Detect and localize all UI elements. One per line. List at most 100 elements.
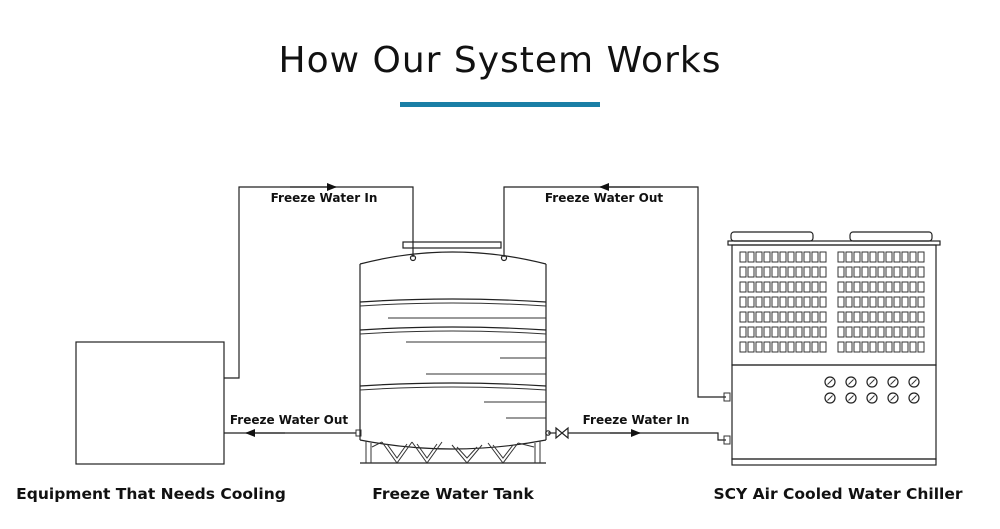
vent-slot [901, 341, 909, 353]
vent-slot [811, 311, 819, 323]
vent-slot [893, 251, 901, 263]
vent-slot [845, 281, 853, 293]
vent-slot [771, 281, 779, 293]
vent-slot [803, 281, 811, 293]
gauge-icon [845, 392, 857, 404]
vent-slot [837, 296, 845, 308]
vent-slot [819, 251, 827, 263]
vent-slot [739, 251, 747, 263]
caption-equipment: Equipment That Needs Cooling [16, 485, 286, 503]
vent-slot [845, 311, 853, 323]
vent-slot [853, 281, 861, 293]
vent-slot [861, 281, 869, 293]
vent-slot [803, 341, 811, 353]
vent-slot [861, 296, 869, 308]
vent-slot [853, 266, 861, 278]
gauge-icon [887, 392, 899, 404]
vent-slot [853, 251, 861, 263]
vent-slot [917, 326, 925, 338]
vent-slot [747, 266, 755, 278]
vent-slot [755, 341, 763, 353]
vent-slot [779, 326, 787, 338]
vent-slot [819, 281, 827, 293]
vent-slot [811, 281, 819, 293]
vent-slot [909, 281, 917, 293]
vent-slot [779, 311, 787, 323]
page-title: How Our System Works [278, 40, 722, 81]
vent-slot [811, 296, 819, 308]
vent-slot [909, 296, 917, 308]
vent-slot [885, 296, 893, 308]
vent-slot [917, 266, 925, 278]
vent-slot [795, 311, 803, 323]
vent-slot [901, 326, 909, 338]
vent-slot [747, 341, 755, 353]
gauge-icon [824, 376, 836, 388]
vent-slot [885, 326, 893, 338]
vent-slot [885, 341, 893, 353]
vent-slot [885, 281, 893, 293]
vent-slot [901, 296, 909, 308]
vent-slot [869, 266, 877, 278]
vent-slot [909, 251, 917, 263]
gauge-needle [827, 379, 833, 385]
vent-slot [869, 296, 877, 308]
caption-chiller: SCY Air Cooled Water Chiller [714, 485, 963, 503]
vent-slot [845, 251, 853, 263]
vent-slot [869, 341, 877, 353]
vent-slot [877, 281, 885, 293]
vent-slot [779, 341, 787, 353]
vent-slot [763, 341, 771, 353]
vent-slot [869, 326, 877, 338]
caption-tank: Freeze Water Tank [372, 485, 534, 503]
vent-slot [787, 311, 795, 323]
vent-slot [787, 296, 795, 308]
vent-slot [795, 341, 803, 353]
vent-slot [787, 326, 795, 338]
gauge-icon [824, 392, 836, 404]
vent-slot [837, 251, 845, 263]
vent-slot [877, 311, 885, 323]
gauge-icon [908, 376, 920, 388]
vent-slot [747, 326, 755, 338]
vent-slot [861, 266, 869, 278]
title-underline [400, 102, 600, 107]
vent-slot [803, 266, 811, 278]
vent-slot [837, 311, 845, 323]
freeze-water-tank [359, 241, 547, 464]
vent-slot [877, 326, 885, 338]
gauge-needle [911, 379, 917, 385]
vent-slot [837, 266, 845, 278]
vent-slot [811, 326, 819, 338]
vent-slot [917, 296, 925, 308]
vent-slot [901, 311, 909, 323]
vent-slot [845, 266, 853, 278]
vent-slot [837, 281, 845, 293]
equipment-box [75, 341, 225, 465]
vent-slot [819, 266, 827, 278]
gauge-icon [866, 392, 878, 404]
gauge-needle [848, 395, 854, 401]
vent-slot [787, 281, 795, 293]
vent-slot [763, 251, 771, 263]
vent-slot [747, 296, 755, 308]
vent-slot [909, 326, 917, 338]
vent-slot [893, 296, 901, 308]
vent-slot [861, 326, 869, 338]
vent-slot [739, 266, 747, 278]
vent-slot [917, 251, 925, 263]
vent-slot [779, 251, 787, 263]
vent-slot [869, 281, 877, 293]
vent-slot [787, 266, 795, 278]
vent-slot [739, 296, 747, 308]
vent-slot [869, 311, 877, 323]
vent-slot [837, 326, 845, 338]
gauge-icon [887, 376, 899, 388]
gauge-icon [845, 376, 857, 388]
vent-slot [893, 266, 901, 278]
vent-slot [779, 281, 787, 293]
vent-slot [803, 296, 811, 308]
vent-slot [811, 251, 819, 263]
vent-slot [763, 311, 771, 323]
vent-slot [861, 341, 869, 353]
